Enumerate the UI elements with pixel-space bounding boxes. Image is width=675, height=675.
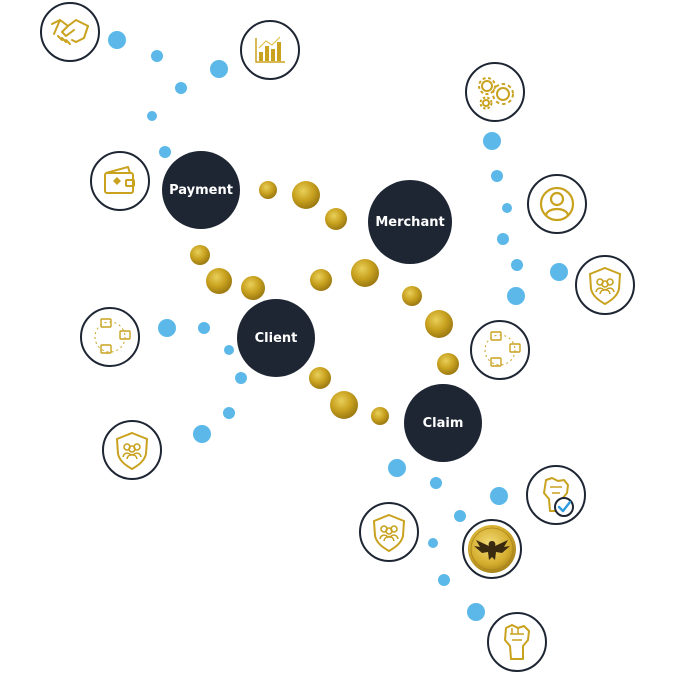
handshake-icon bbox=[40, 2, 100, 62]
raised-fist-icon bbox=[487, 612, 547, 672]
shield-group-icon bbox=[102, 420, 162, 480]
hub-claim-label: Claim bbox=[423, 416, 464, 431]
gold-connector-dots bbox=[190, 181, 459, 425]
blue-connector-dots bbox=[108, 31, 568, 621]
hub-claim: Claim bbox=[404, 384, 482, 462]
wallet-network-icon bbox=[80, 307, 140, 367]
shield-group-icon bbox=[575, 255, 635, 315]
wallet-network-icon bbox=[470, 320, 530, 380]
shield-group-icon bbox=[359, 502, 419, 562]
hub-payment-label: Payment bbox=[169, 183, 233, 198]
hub-client: Client bbox=[237, 299, 315, 377]
fist-check-icon bbox=[526, 465, 586, 525]
gears-icon bbox=[465, 62, 525, 122]
wallet-icon bbox=[90, 151, 150, 211]
hub-payment: Payment bbox=[162, 151, 240, 229]
hub-merchant-label: Merchant bbox=[375, 215, 444, 230]
bar-chart-icon bbox=[240, 20, 300, 80]
user-profile-icon bbox=[527, 174, 587, 234]
eagle-coin-icon bbox=[462, 519, 522, 579]
hub-merchant: Merchant bbox=[368, 180, 452, 264]
hub-client-label: Client bbox=[255, 331, 298, 346]
